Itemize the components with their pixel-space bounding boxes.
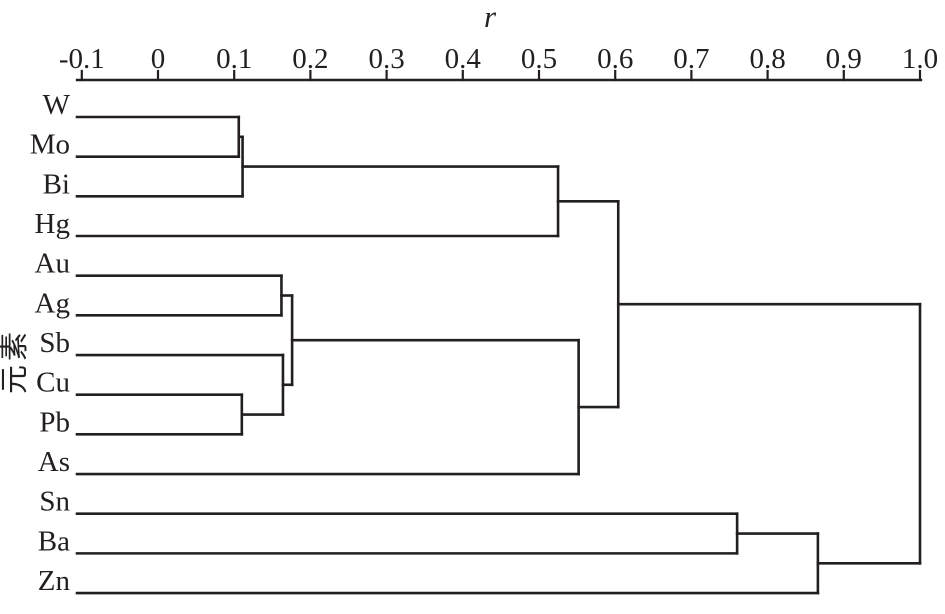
leaf-label-au: Au [35,248,70,280]
axis-title-r: r [483,0,497,34]
axis-tick-label: 0.8 [749,43,785,75]
axis-tick-label: 0.5 [521,43,557,75]
axis-tick-label: 0.6 [597,43,633,75]
leaf-label-pb: Pb [39,406,70,438]
leaf-label-zn: Zn [38,565,71,597]
leaf-label-ag: Ag [35,287,70,319]
axis-tick-label: 0.2 [292,43,328,75]
axis-tick-label: 1.0 [902,43,938,75]
axis-tick-label: 0.9 [826,43,862,75]
leaf-label-sb: Sb [39,327,70,359]
leaf-label-mo: Mo [30,129,70,161]
leaf-label-bi: Bi [43,168,70,200]
leaf-label-hg: Hg [35,208,70,240]
leaf-label-as: As [38,446,70,478]
axis-tick-label: -0.1 [59,43,105,75]
axis-tick-label: 0.1 [216,43,252,75]
leaf-label-sn: Sn [39,486,70,518]
axis-tick-label: 0 [151,43,166,75]
axis-tick-label: 0.4 [445,43,482,75]
axis-tick-label: 0.3 [368,43,404,75]
leaf-label-cu: Cu [36,367,70,399]
y-axis-label: 元素 [0,328,31,395]
axis-tick-label: 0.7 [673,43,709,75]
leaf-label-ba: Ba [38,525,70,557]
leaf-label-w: W [43,89,71,121]
